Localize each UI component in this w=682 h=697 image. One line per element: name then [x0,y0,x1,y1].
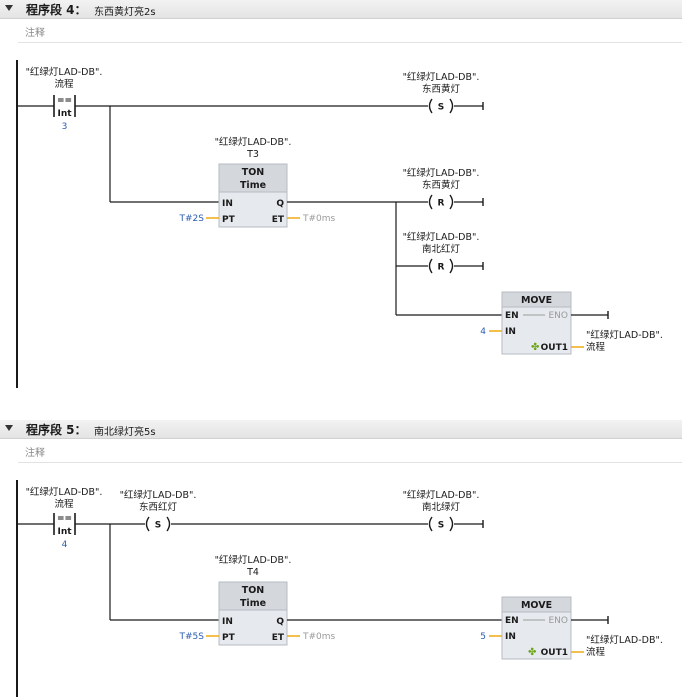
move-out-operand-line2[interactable]: 流程 [586,341,606,353]
move-block[interactable]: MOVE EN ENO IN ✤ OUT1 [501,596,572,660]
network-title[interactable]: 东西黄灯亮2s [94,7,156,18]
reset-coil[interactable]: R [428,194,454,210]
timer-pt-value[interactable]: T#5S [179,632,205,642]
set-coil[interactable]: S [145,516,171,532]
coil-operand-line1: "红绿灯LAD-DB". [403,167,480,179]
coil-operand-line1: "红绿灯LAD-DB". [403,71,480,83]
compare-type: Int [57,109,72,119]
timer-type: TON [242,167,265,178]
timer-type: TON [242,585,265,596]
timer-subtype: Time [240,180,266,191]
coil-type: S [155,521,161,531]
coil-type: R [438,263,445,273]
move-block[interactable]: MOVE EN ENO IN ✤ OUT1 [501,291,572,355]
move-pin-in: IN [505,632,516,642]
network-comment[interactable]: 注释 [18,440,682,463]
timer-instance-line2: T4 [246,567,259,578]
network-4: 程序段 4： 东西黄灯亮2s 注释 "红绿灯LAD-DB". 流程 == Int… [0,0,682,388]
add-output-icon[interactable]: ✤ [531,342,539,353]
timer-pt-value[interactable]: T#2S [179,214,205,224]
timer-pin-q: Q [276,199,284,209]
move-out-operand-line1[interactable]: "红绿灯LAD-DB". [586,634,663,646]
move-pin-out1: OUT1 [541,648,568,658]
coil-operand-line1: "红绿灯LAD-DB". [120,489,197,501]
network-comment[interactable]: 注释 [18,20,682,43]
timer-pin-et: ET [272,215,285,225]
move-title: MOVE [521,600,552,611]
coil-operand-line2: 东西黄灯 [422,179,461,191]
move-in-value[interactable]: 5 [480,632,486,642]
compare-value[interactable]: 3 [62,122,68,132]
compare-contact[interactable]: == Int [53,95,76,119]
timer-et-value[interactable]: T#0ms [302,632,336,642]
timer-instance-line1: "红绿灯LAD-DB". [215,554,292,566]
coil-operand-line1: "红绿灯LAD-DB". [403,489,480,501]
coil-operand-line1: "红绿灯LAD-DB". [403,231,480,243]
timer-instance-line1: "红绿灯LAD-DB". [215,136,292,148]
ton-timer-block[interactable]: TON Time IN PT Q ET [218,163,288,228]
timer-pin-in: IN [222,617,233,627]
move-out-operand-line2[interactable]: 流程 [586,646,606,658]
network-label: 程序段 4： [26,3,87,17]
coil-operand-line2: 东西黄灯 [422,83,461,95]
move-in-value[interactable]: 4 [480,327,486,337]
timer-pin-pt: PT [222,215,236,225]
coil-operand-line2: 南北绿灯 [422,501,461,513]
compare-operand-line1: "红绿灯LAD-DB". [26,486,103,498]
timer-pin-pt: PT [222,633,236,643]
collapse-triangle-icon[interactable] [5,5,13,11]
compare-type: Int [57,527,72,537]
compare-operand-line2: 流程 [54,498,74,510]
collapse-triangle-icon[interactable] [5,425,13,431]
compare-operand-line2: 流程 [54,78,74,90]
compare-value[interactable]: 4 [62,540,68,550]
move-pin-en: EN [505,311,519,321]
compare-operand-line1: "红绿灯LAD-DB". [26,66,103,78]
network-header[interactable]: 程序段 4： 东西黄灯亮2s [0,0,682,19]
timer-pin-et: ET [272,633,285,643]
coil-type: S [438,521,444,531]
ton-timer-block[interactable]: TON Time IN PT Q ET [218,581,288,646]
timer-et-value[interactable]: T#0ms [302,214,336,224]
coil-type: S [438,103,444,113]
network-5: 程序段 5： 南北绿灯亮5s 注释 "红绿灯LAD-DB". 流程 == Int… [0,420,682,697]
timer-pin-in: IN [222,199,233,209]
timer-subtype: Time [240,598,266,609]
move-pin-eno: ENO [548,311,568,321]
set-coil[interactable]: S [428,98,454,114]
timer-pin-q: Q [276,617,284,627]
network-title[interactable]: 南北绿灯亮5s [94,427,156,438]
move-pin-in: IN [505,327,516,337]
move-out-operand-line1[interactable]: "红绿灯LAD-DB". [586,329,663,341]
network-header[interactable]: 程序段 5： 南北绿灯亮5s [0,420,682,439]
move-pin-eno: ENO [548,616,568,626]
coil-operand-line2: 南北红灯 [422,243,461,255]
compare-contact[interactable]: == Int [53,513,76,537]
ladder-diagram: "红绿灯LAD-DB". 流程 == Int 3 "红绿灯LAD-DB". 东西… [16,60,663,388]
timer-instance-line2: T3 [246,149,259,160]
move-pin-out1: OUT1 [541,343,568,353]
comment-placeholder: 注释 [25,448,45,459]
move-title: MOVE [521,295,552,306]
ladder-diagram: "红绿灯LAD-DB". 流程 == Int 4 "红绿灯LAD-DB". 东西… [16,480,663,697]
add-output-icon[interactable]: ✤ [528,647,536,658]
coil-operand-line2: 东西红灯 [139,501,178,513]
move-pin-en: EN [505,616,519,626]
compare-symbol: == [57,514,72,524]
set-coil[interactable]: S [428,516,454,532]
network-label: 程序段 5： [26,423,87,437]
reset-coil[interactable]: R [428,258,454,274]
comment-placeholder: 注释 [25,28,45,39]
compare-symbol: == [57,96,72,106]
coil-type: R [438,199,445,209]
